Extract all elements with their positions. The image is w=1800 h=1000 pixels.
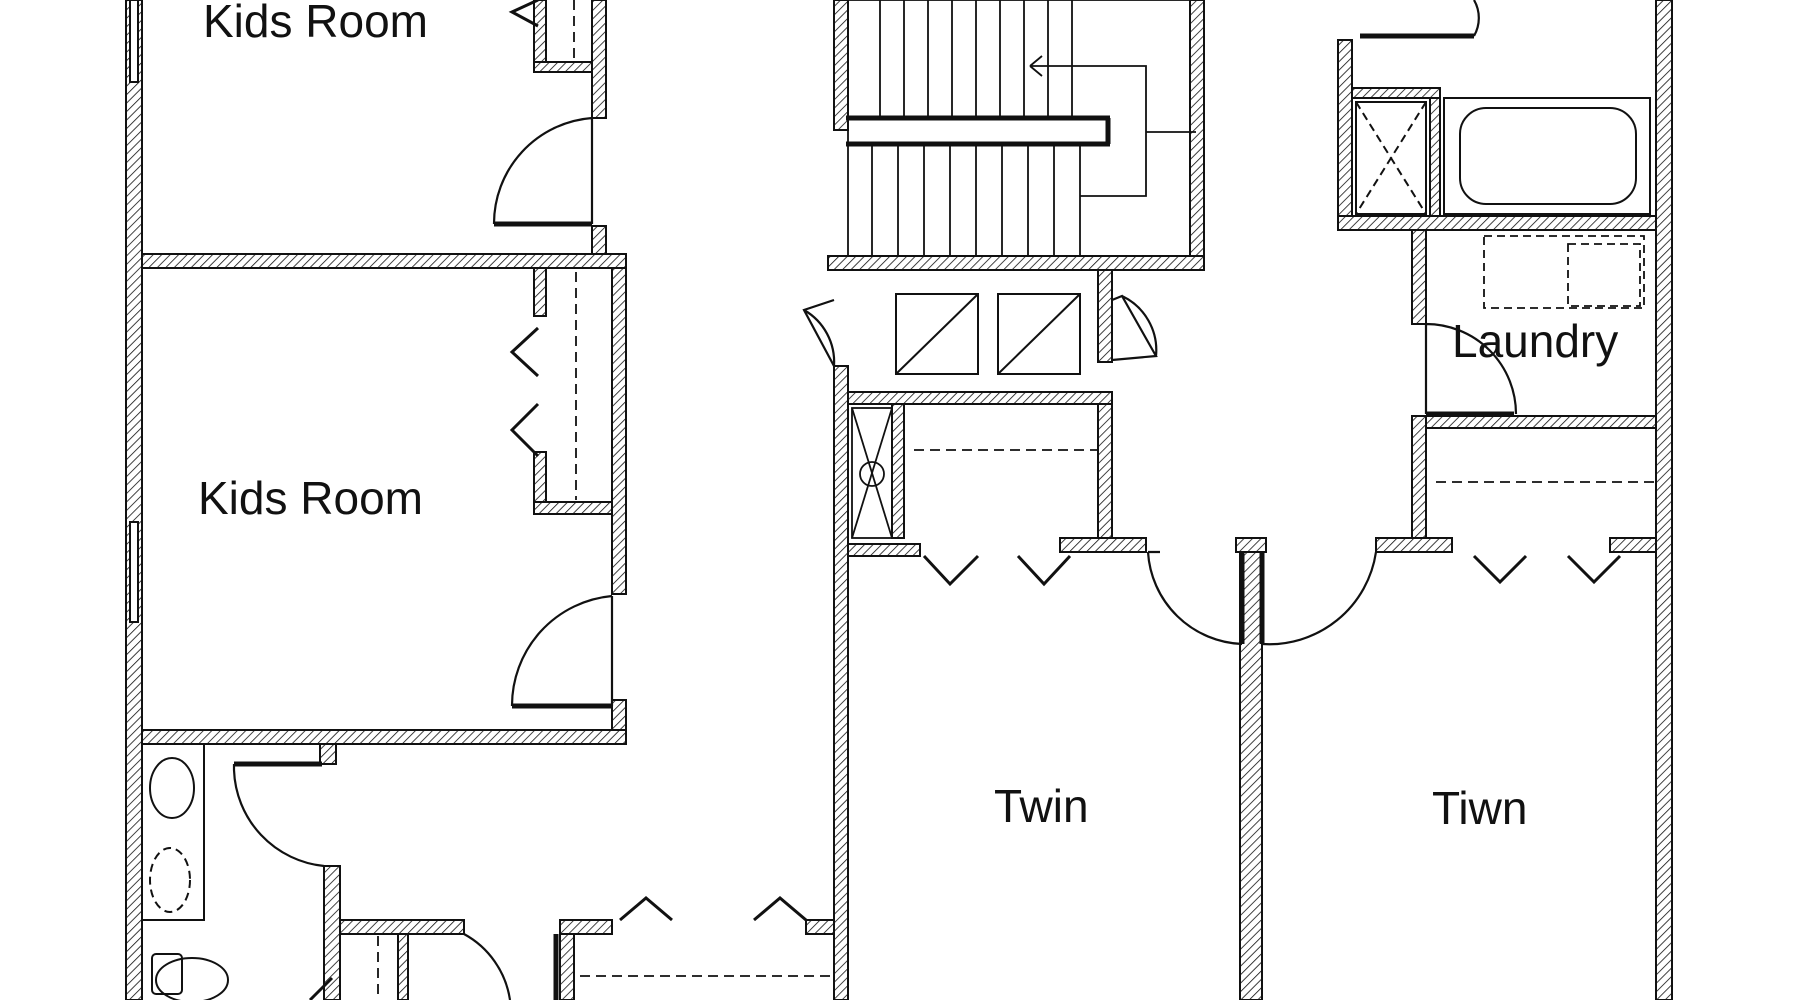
bath-shower-top — [1351, 87, 1441, 99]
linen-door-right — [1111, 294, 1158, 362]
door-swing-icon — [1261, 551, 1378, 646]
closet-icon — [1566, 554, 1622, 585]
door-swing-icon — [232, 764, 325, 868]
door-swing-icon — [510, 594, 614, 707]
toilet-tank — [151, 953, 183, 995]
wall-kids1-right-lower — [591, 225, 607, 255]
closet-kids2-bottom — [533, 501, 613, 515]
closet-icon — [922, 554, 980, 587]
closet-kids1-bottom — [533, 61, 593, 73]
hall-closet-left — [559, 933, 575, 1000]
shower-icon — [851, 407, 893, 539]
bath-tub-wall — [1429, 87, 1441, 217]
room-label-twin-right: Tiwn — [1432, 782, 1528, 834]
wall-kids1-right — [591, 0, 607, 119]
wall-kids2-right-lower — [611, 699, 627, 731]
door-swing-icon — [492, 116, 594, 225]
closet-icon — [1472, 554, 1528, 585]
door-swing-icon — [1473, 0, 1480, 37]
closet-icon — [753, 896, 807, 922]
wall-kids2-right — [611, 267, 627, 595]
wall-kids-bottom — [141, 729, 627, 745]
room-label-twin-left: Twin — [994, 780, 1089, 832]
wall-kids-divider — [141, 253, 627, 269]
sink-icon — [149, 847, 191, 913]
hall-closet-top-right — [805, 919, 835, 935]
sink-icon — [149, 757, 195, 819]
shower-icon — [1355, 101, 1427, 215]
door-swing-icon — [1424, 322, 1518, 415]
window-left-mid — [129, 521, 139, 623]
closet-b-bottom-right — [1609, 537, 1657, 553]
vanity — [141, 743, 205, 921]
toilet-icon — [155, 957, 229, 1000]
closet-a-bottom-right — [1059, 537, 1147, 553]
closet-icon — [509, 402, 540, 458]
closet-b-bottom — [1375, 537, 1453, 553]
door-swing-icon — [463, 933, 512, 1000]
room-label-kids-top: Kids Room — [203, 0, 428, 47]
closet-icon — [619, 896, 673, 922]
door-swing-icon — [1146, 550, 1243, 646]
closet-kids2-wall-top — [533, 267, 547, 317]
laundry-wall-left — [1411, 229, 1427, 325]
hall-closet-top-left — [559, 919, 613, 935]
bath2-closet-wall — [397, 933, 409, 1000]
room-label-laundry: Laundry — [1452, 315, 1619, 367]
closet-b-wall-left — [1411, 415, 1427, 539]
linen-door-left — [802, 298, 836, 367]
linen-wall-bottom — [847, 391, 1113, 405]
bathtub-icon — [1443, 97, 1651, 215]
closet-icon — [508, 0, 539, 28]
bath-wall-left — [1337, 39, 1353, 231]
bath2-wall-top — [319, 743, 337, 765]
stair-arrow-icon — [1029, 55, 1196, 197]
closet-icon — [308, 976, 334, 1000]
shelf-box — [895, 293, 979, 375]
shower-wall-right — [891, 403, 905, 539]
closet-a-bottom — [847, 543, 921, 557]
wall-twin-divider-cap — [1235, 537, 1267, 553]
wall-corridor-right — [833, 365, 849, 1000]
closet-icon — [509, 326, 540, 378]
room-label-kids-middle: Kids Room — [198, 472, 423, 524]
closet-a-wall-right — [1097, 403, 1113, 539]
stair-wall-left — [833, 0, 849, 131]
laundry-wall-bottom — [1425, 415, 1657, 429]
outer-wall-right — [1655, 0, 1673, 1000]
outer-wall-left — [125, 0, 143, 1000]
closet-icon — [1016, 554, 1072, 587]
linen-wall-right — [1097, 269, 1113, 363]
shelf-box — [997, 293, 1081, 375]
bath-wall-bottom — [1337, 215, 1657, 231]
stair-wall-bottom — [827, 255, 1205, 271]
window-left-top — [129, 0, 139, 83]
stair-wall-right — [1189, 0, 1205, 271]
bath2-closet-top — [339, 919, 465, 935]
washer-dryer-icon — [1483, 235, 1645, 309]
stair-outline — [847, 0, 1191, 257]
